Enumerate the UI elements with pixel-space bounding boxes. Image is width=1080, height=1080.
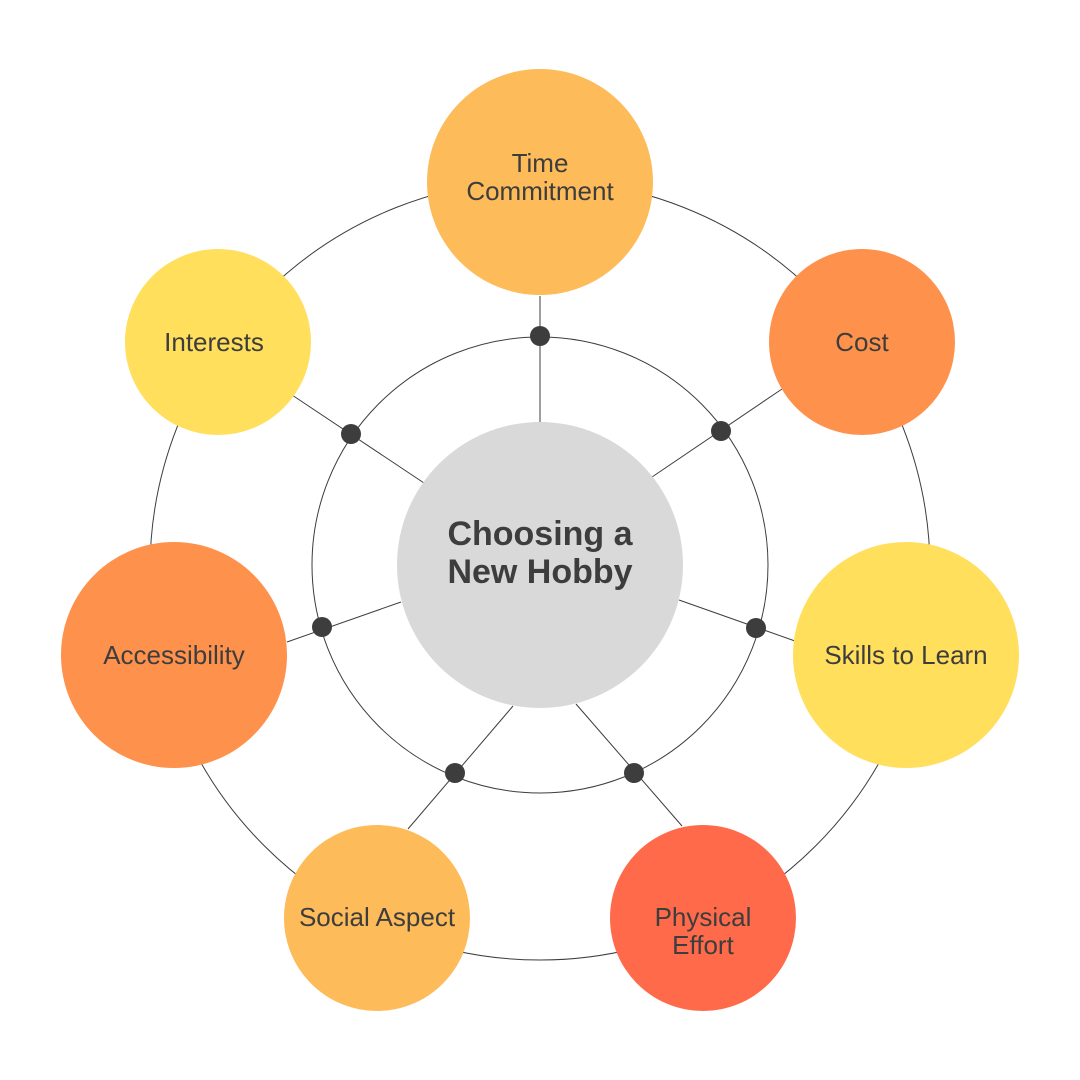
node-cost: Cost xyxy=(769,249,955,435)
dot-social xyxy=(445,763,465,783)
node-accessibility: Accessibility xyxy=(61,542,287,768)
node-label-line1: Interests xyxy=(164,327,264,357)
node-label-line2: Commitment xyxy=(466,176,614,206)
connector-dots xyxy=(312,326,766,783)
spoke-accessibility xyxy=(286,601,402,643)
node-label-line1: Social Aspect xyxy=(299,902,456,932)
node-label-line1: Skills to Learn xyxy=(824,640,987,670)
center-label-line2: New Hobby xyxy=(447,553,632,591)
node-time-commitment: Time Commitment xyxy=(427,69,653,295)
node-label-line1: Accessibility xyxy=(103,640,245,670)
center-label-line1: Choosing a xyxy=(447,515,633,553)
node-circle xyxy=(610,825,796,1011)
node-circle xyxy=(427,69,653,295)
dot-physical xyxy=(624,763,644,783)
node-label-line1: Cost xyxy=(835,327,889,357)
center-circle xyxy=(397,422,683,708)
node-label-line1: Time xyxy=(512,148,569,178)
node-circle xyxy=(793,542,1019,768)
node-label-line2: Effort xyxy=(672,930,734,960)
node-interests: Interests xyxy=(125,249,311,435)
node-circle xyxy=(284,825,470,1011)
dot-interests xyxy=(341,424,361,444)
node-circle xyxy=(125,249,311,435)
dot-accessibility xyxy=(312,617,332,637)
node-social-aspect: Social Aspect xyxy=(284,825,470,1011)
node-skills-to-learn: Skills to Learn xyxy=(793,542,1019,768)
dot-skills xyxy=(746,618,766,638)
node-circle xyxy=(769,249,955,435)
node-label-line1: Physical xyxy=(655,902,752,932)
node-circle xyxy=(61,542,287,768)
dot-cost xyxy=(711,421,731,441)
node-physical-effort: Physical Effort xyxy=(610,825,796,1011)
center-node: Choosing a New Hobby xyxy=(397,422,683,708)
dot-time xyxy=(530,326,550,346)
spoke-skills xyxy=(678,599,796,642)
